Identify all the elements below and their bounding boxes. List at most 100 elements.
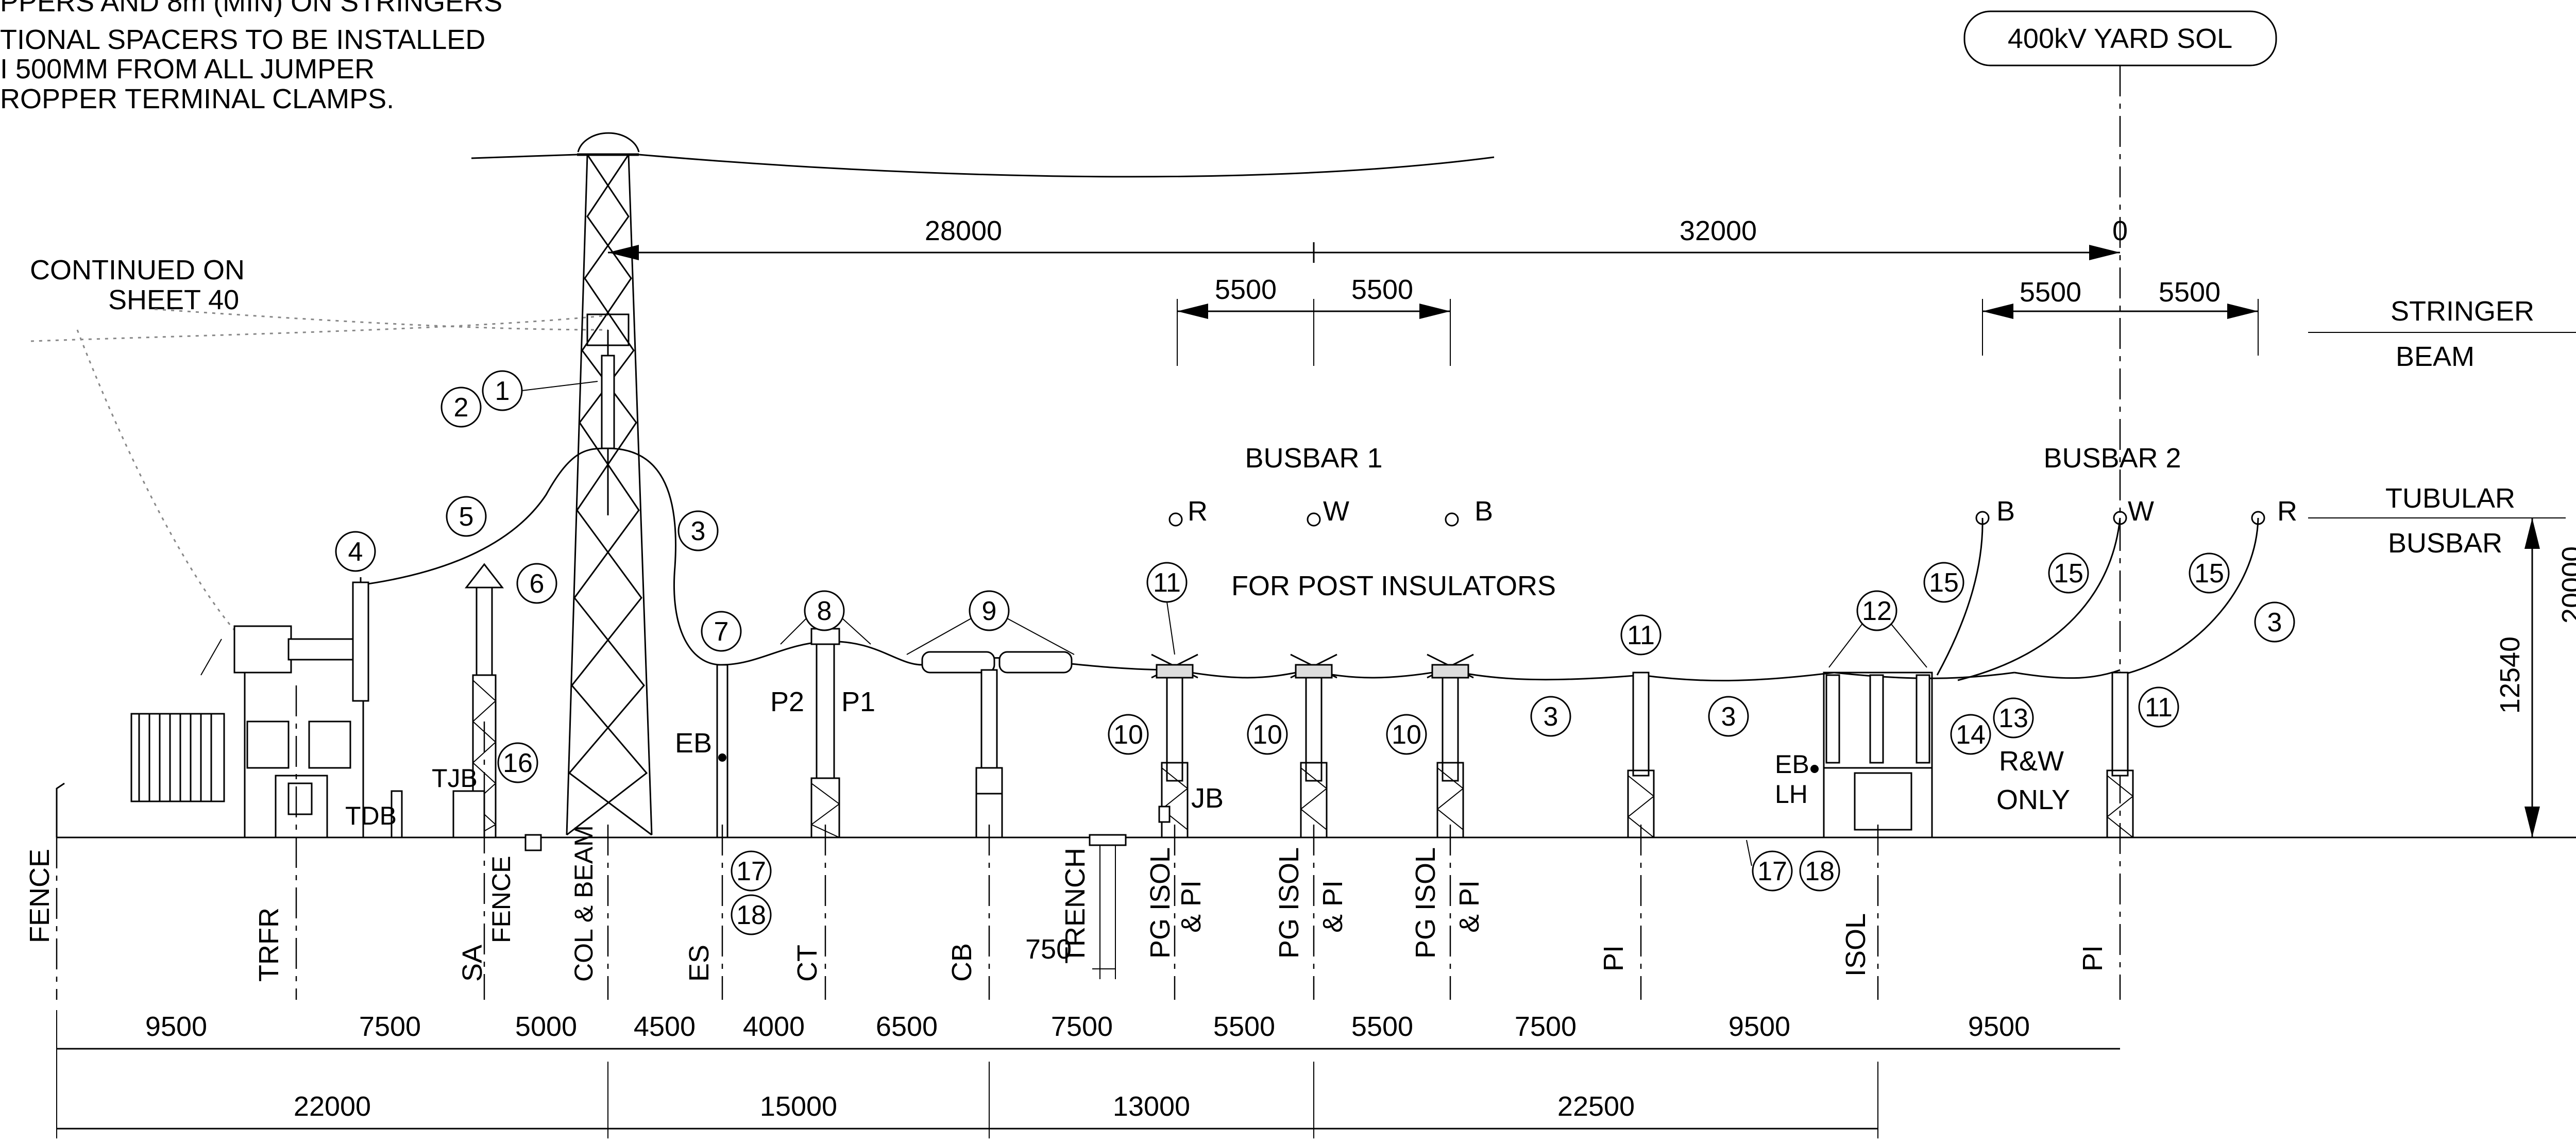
lattice-tower <box>566 132 653 836</box>
svg-text:13: 13 <box>1998 703 2028 733</box>
dim-row2-4: 22500 <box>1557 1091 1635 1122</box>
dim-row1-11: 9500 <box>1728 1011 1790 1042</box>
bubble-6: 6 <box>516 563 557 604</box>
level-labels: STRINGER BEAM TUBULAR BUSBAR 20000 12540 <box>2308 296 2576 837</box>
bubble-10-b: 10 <box>1247 714 1288 755</box>
dim-5500-b: 5500 <box>1351 274 1413 305</box>
dim-row2-1: 22000 <box>294 1091 371 1122</box>
svg-text:14: 14 <box>1956 720 1986 750</box>
dim-row1-7: 7500 <box>1051 1011 1113 1042</box>
bubble-10-c: 10 <box>1386 714 1427 755</box>
bay-pg-isol-1: PG ISOL <box>1145 847 1176 959</box>
continued-line-1: CONTINUED ON <box>30 255 245 286</box>
bubble-15-c: 15 <box>2189 552 2230 594</box>
earth-switch: EB <box>675 664 734 838</box>
bay-pi: PI <box>1598 945 1629 971</box>
bay-fence-2: FENCE <box>487 856 516 943</box>
svg-text:17: 17 <box>736 857 766 886</box>
bay-pi-amp-3: & PI <box>1454 880 1485 933</box>
busbar-2-phase-w: W <box>2128 496 2154 527</box>
bay-pg-isol-2: PG ISOL <box>1274 847 1304 959</box>
bubble-3-c: 3 <box>1708 696 1749 737</box>
bottom-dimensions-row-1: 9500 7500 5000 4500 4000 6500 7500 5500 … <box>57 1011 2120 1050</box>
post-insulator-note: FOR POST INSULATORS <box>1231 570 1556 601</box>
bay-isol: ISOL <box>1840 913 1871 977</box>
tdb-label: TDB <box>345 801 397 830</box>
dim-row1-9: 5500 <box>1351 1011 1413 1042</box>
bubble-18-b: 18 <box>1799 850 1840 892</box>
busbar-2-label: BUSBAR 2 <box>2043 443 2181 474</box>
bay-trfr: TRFR <box>253 908 284 982</box>
busbar-1-phase-r: R <box>1188 496 1208 527</box>
bubble-1: 1 <box>482 370 523 411</box>
note-line-4: ROPPER TERMINAL CLAMPS. <box>0 83 394 114</box>
circuit-breaker <box>921 651 1073 838</box>
busbar-level-label: BUSBAR <box>2388 528 2502 559</box>
dim-row1-1: 9500 <box>145 1011 207 1042</box>
tjb-label: TJB <box>432 764 478 793</box>
rotary-isolator: EB LH R&W ONLY <box>1775 672 2070 838</box>
bubble-3: 3 <box>677 510 719 551</box>
svg-text:9: 9 <box>982 596 997 626</box>
general-notes: PPERS AND 8m (MIN) ON STRINGERS TIONAL S… <box>0 0 502 114</box>
bay-pg-isol-3: PG ISOL <box>1410 847 1441 959</box>
beam-label: BEAM <box>2396 341 2475 372</box>
bay-pi-amp-2: & PI <box>1317 880 1348 933</box>
dim-32000: 32000 <box>1680 215 1757 246</box>
dim-zero: 0 <box>2112 215 2128 246</box>
pantograph-isolator-2 <box>1290 653 1337 838</box>
note-line-1: PPERS AND 8m (MIN) ON STRINGERS <box>0 0 502 18</box>
svg-text:4: 4 <box>348 537 363 567</box>
bay-trench: TRENCH <box>1060 848 1091 964</box>
rw-label-1: R&W <box>1999 746 2064 777</box>
svg-text:1: 1 <box>495 376 510 406</box>
bay-cb: CB <box>946 943 977 982</box>
yard-sol-label: 400kV YARD SOL <box>2008 23 2232 54</box>
transformer: TDB <box>130 577 403 838</box>
bubble-9: 9 <box>969 590 1010 631</box>
bay-labels: FENCE TRFR SA FENCE COL & BEAM ES CT CB … <box>24 825 2108 982</box>
yard-sol-marker: 400kV YARD SOL <box>1963 10 2277 1000</box>
dim-row1-4: 4500 <box>634 1011 696 1042</box>
svg-text:3: 3 <box>691 516 706 546</box>
svg-text:10: 10 <box>1252 720 1282 750</box>
bubble-17-a: 17 <box>731 850 772 892</box>
dim-row2-3: 13000 <box>1113 1091 1190 1122</box>
bubble-3-b: 3 <box>1530 696 1571 737</box>
busbar-1-label: BUSBAR 1 <box>1245 443 1382 474</box>
bubble-11-c: 11 <box>2138 686 2179 728</box>
busbar-2-phase-b: B <box>1996 496 2015 527</box>
bubble-4: 4 <box>335 531 376 572</box>
bay-col-beam: COL & BEAM <box>569 825 598 982</box>
bay-centrelines <box>56 685 1879 1000</box>
height-12540: 12540 <box>2495 636 2526 714</box>
bubble-16: 16 <box>497 742 538 783</box>
svg-text:15: 15 <box>2194 559 2224 589</box>
bubble-18-a: 18 <box>731 894 772 935</box>
post-insulator-busbar2 <box>2106 672 2134 838</box>
svg-text:10: 10 <box>1392 720 1421 750</box>
bubble-5: 5 <box>446 496 487 537</box>
svg-text:11: 11 <box>1153 568 1181 598</box>
fence-post <box>56 782 65 837</box>
busbar-1-phase-b: B <box>1475 496 1493 527</box>
note-line-2: TIONAL SPACERS TO BE INSTALLED <box>0 24 485 55</box>
svg-text:15: 15 <box>2054 559 2083 589</box>
current-transformer: P2 P1 <box>770 628 875 838</box>
bubble-13: 13 <box>1993 697 2034 739</box>
svg-text:18: 18 <box>736 900 766 930</box>
dim-row1-5: 4000 <box>743 1011 805 1042</box>
bubble-15-b: 15 <box>2048 552 2089 594</box>
bay-fence: FENCE <box>24 849 55 943</box>
busbar-1-labels: BUSBAR 1 R W B FOR POST INSULATORS <box>1168 443 1556 601</box>
rw-label-2: ONLY <box>1996 784 2070 815</box>
bubble-12: 12 <box>1856 590 1897 631</box>
bubble-15-a: 15 <box>1923 562 1964 603</box>
svg-text:16: 16 <box>503 748 533 778</box>
eb-label: EB <box>675 728 712 759</box>
bubble-17-b: 17 <box>1752 850 1793 892</box>
bubble-14: 14 <box>1950 714 1991 755</box>
eb2-label: EB <box>1775 750 1809 779</box>
dim-row2-2: 15000 <box>760 1091 837 1122</box>
